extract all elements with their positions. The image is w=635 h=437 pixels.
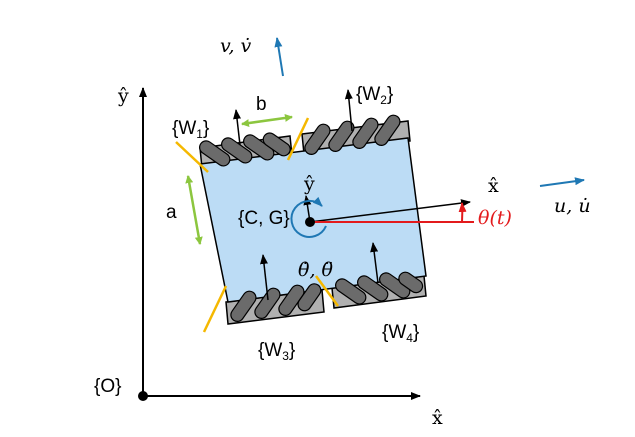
rotation-arc xyxy=(290,196,327,238)
dimension-b-label: b xyxy=(256,94,267,115)
origin-point xyxy=(138,391,148,401)
w1-axis-arrow xyxy=(233,109,241,146)
rollers-w1 xyxy=(199,132,291,167)
rollers-w2 xyxy=(304,114,401,155)
world-y-label: ŷ xyxy=(117,85,129,107)
theta-label: θ(t) xyxy=(478,207,512,229)
w3-label: {W3} xyxy=(258,340,295,363)
body-x-label: x̂ xyxy=(488,175,499,197)
w2-axis-arrow xyxy=(344,89,353,132)
body-x-axis xyxy=(309,199,471,223)
velocity-arrows: v, v̇ u, u̇ xyxy=(220,35,591,217)
dimension-b xyxy=(241,114,293,127)
w4-roller-force xyxy=(314,275,340,307)
v-velocity-label: v, v̇ xyxy=(220,35,252,57)
w1-label: {W1} xyxy=(172,118,209,141)
u-velocity-arrow xyxy=(539,177,585,187)
u-velocity-label: u, u̇ xyxy=(554,195,591,217)
origin-label: {O} xyxy=(94,376,121,397)
v-velocity-arrow xyxy=(274,37,284,77)
world-x-label: x̂ xyxy=(432,407,443,429)
dimension-a-label: a xyxy=(166,202,177,223)
body-y-label: ŷ xyxy=(303,173,315,195)
w4-axis-arrow xyxy=(370,242,379,284)
dimension-a xyxy=(185,175,203,245)
rollers-w3 xyxy=(230,283,322,322)
rollers-w4 xyxy=(335,271,424,305)
w2-roller-force xyxy=(286,117,310,161)
w3-axis-arrow xyxy=(260,254,269,301)
world-frame: ŷ x̂ {O} xyxy=(94,85,443,429)
w4-label: {W4} xyxy=(382,322,419,345)
w3-roller-force xyxy=(202,285,228,333)
w2-label: {W2} xyxy=(356,84,393,107)
cg-label: {C, G} xyxy=(238,208,290,229)
robot: b a ŷ x̂ {C, G} θ̇, θ̈ θ(t) xyxy=(166,89,512,333)
center-of-gravity-point xyxy=(305,217,315,227)
w1-roller-force xyxy=(175,141,209,173)
wheel-labels: {W1} {W2} {W3} {W4} xyxy=(172,84,419,363)
theta-dot-label: θ̇, θ̈ xyxy=(298,259,334,281)
